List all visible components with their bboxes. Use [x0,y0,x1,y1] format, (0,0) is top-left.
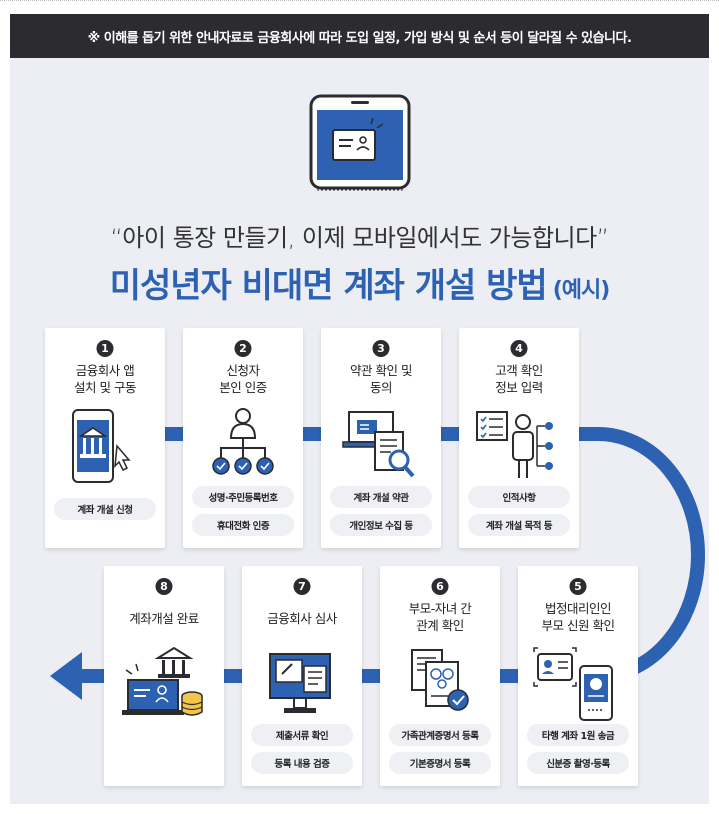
step-number: 3 [372,340,390,357]
step-pill: 인적사항 [468,486,570,508]
title-main: 미성년자 비대면 계좌 개설 방법 [109,266,548,306]
terms-search-icon [331,406,431,486]
step-card-2: 2 신청자 본인 인증 성명·주민등록번호 휴대전화 인증 [183,328,303,548]
top-dotted-divider [0,0,719,3]
step-title: 금융회사 심사 [267,611,337,626]
notice-text: ※ 이해를 돕기 위한 안내자료로 금융회사에 따라 도입 일정, 가입 방식 … [87,30,632,46]
step-card-1: 1 금융회사 앱 설치 및 구동 계좌 개설 신청 [45,328,165,548]
customer-info-icon [469,406,569,486]
step-card-6: 6 부모-자녀 간 관계 확인 가족관계증명서 등록 기본증명서 등록 [380,566,500,786]
step-number: 6 [431,578,449,595]
step-title: 금융회사 앱 설치 및 구동 [74,363,136,395]
step-pill: 휴대전화 인증 [192,514,294,536]
step-pill: 개인정보 수집 등 [330,514,432,536]
bank-laptop-coins-icon [114,644,214,724]
step-pill: 계좌 개설 목적 등 [468,514,570,536]
step-number: 2 [234,340,252,357]
step-title: 신청자 본인 인증 [219,363,267,395]
step-title: 부모-자녀 간 관계 확인 [408,601,472,633]
step-pill: 타행 계좌 1원 송금 [527,724,629,746]
phone-illustration [307,94,415,192]
step-card-7: 7 금융회사 심사 제출서류 확인 등록 내용 검증 [242,566,362,786]
step-card-3: 3 약관 확인 및 동의 계좌 개설 약관 개인정보 수집 등 [321,328,441,548]
monitor-review-icon [252,644,352,724]
step-card-5: 5 법정대리인인 부모 신원 확인 타행 계좌 1원 송금 신분증 촬영·등록 [518,566,638,786]
step-title: 계좌개설 완료 [129,611,199,626]
bank-app-icon [55,406,155,486]
title-suffix: (예시) [552,278,611,303]
step-pill: 성명·주민등록번호 [192,486,294,508]
step-pill: 계좌 개설 약관 [330,486,432,508]
step-card-4: 4 고객 확인 정보 입력 인적사항 계좌 개설 목적 등 [459,328,579,548]
page-title: 미성년자 비대면 계좌 개설 방법(예시) [0,258,719,307]
step-number: 4 [510,340,528,357]
notice-banner: ※ 이해를 돕기 위한 안내자료로 금융회사에 따라 도입 일정, 가입 방식 … [10,14,709,58]
step-pill: 계좌 개설 신청 [54,498,156,520]
step-pill: 가족관계증명서 등록 [389,724,491,746]
step-title: 법정대리인인 부모 신원 확인 [541,601,615,633]
step-title: 약관 확인 및 동의 [350,363,412,395]
subtitle: “아이 통장 만들기, 이제 모바일에서도 가능합니다” [110,224,609,252]
step-number: 5 [569,578,587,595]
step-number: 1 [96,340,114,357]
documents-check-icon [390,644,490,724]
id-card-phone-icon [528,644,628,724]
step-card-8: 8 계좌개설 완료 [104,566,224,786]
step-number: 8 [155,578,173,595]
identity-tree-icon [193,406,293,486]
step-pill: 신분증 촬영·등록 [527,752,629,774]
step-pill: 등록 내용 검증 [251,752,353,774]
step-title: 고객 확인 정보 입력 [495,363,543,395]
step-pill: 제출서류 확인 [251,724,353,746]
step-number: 7 [293,578,311,595]
step-pill: 기본증명서 등록 [389,752,491,774]
